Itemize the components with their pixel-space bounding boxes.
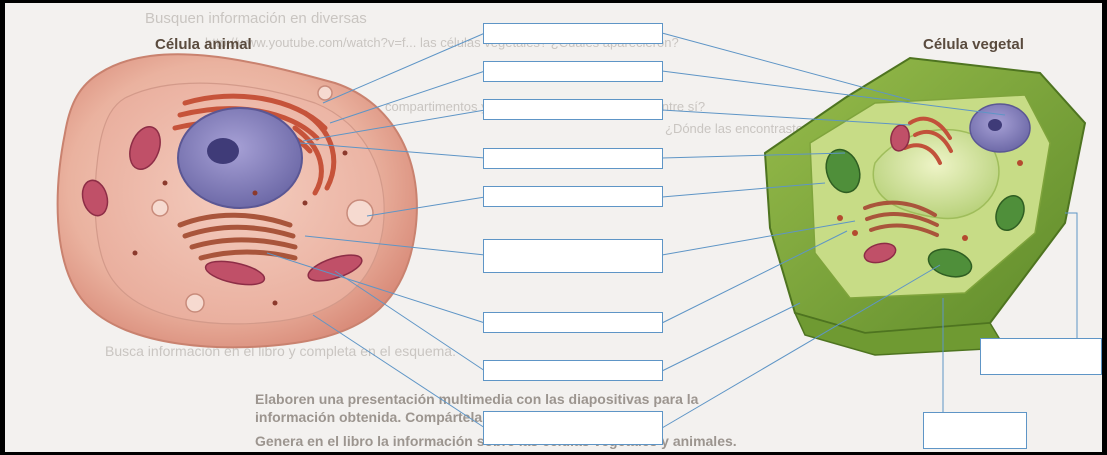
animal-cell — [58, 54, 417, 347]
animal-nucleus — [178, 108, 302, 208]
label-box-cell-wall[interactable] — [980, 338, 1102, 375]
worksheet-page: Busquen información en diversas http://w… — [5, 3, 1102, 452]
label-box-2[interactable] — [483, 61, 663, 82]
plant-cell — [765, 58, 1085, 355]
plant-nucleolus — [988, 119, 1002, 131]
label-box-plant-bottom[interactable] — [923, 412, 1027, 449]
label-box-1[interactable] — [483, 23, 663, 44]
label-box-8[interactable] — [483, 360, 663, 381]
label-box-4[interactable] — [483, 148, 663, 169]
label-box-5[interactable] — [483, 186, 663, 207]
label-box-3[interactable] — [483, 99, 663, 120]
label-box-7[interactable] — [483, 312, 663, 333]
label-box-9[interactable] — [483, 411, 663, 445]
label-box-6[interactable] — [483, 239, 663, 273]
animal-nucleolus — [207, 138, 239, 164]
